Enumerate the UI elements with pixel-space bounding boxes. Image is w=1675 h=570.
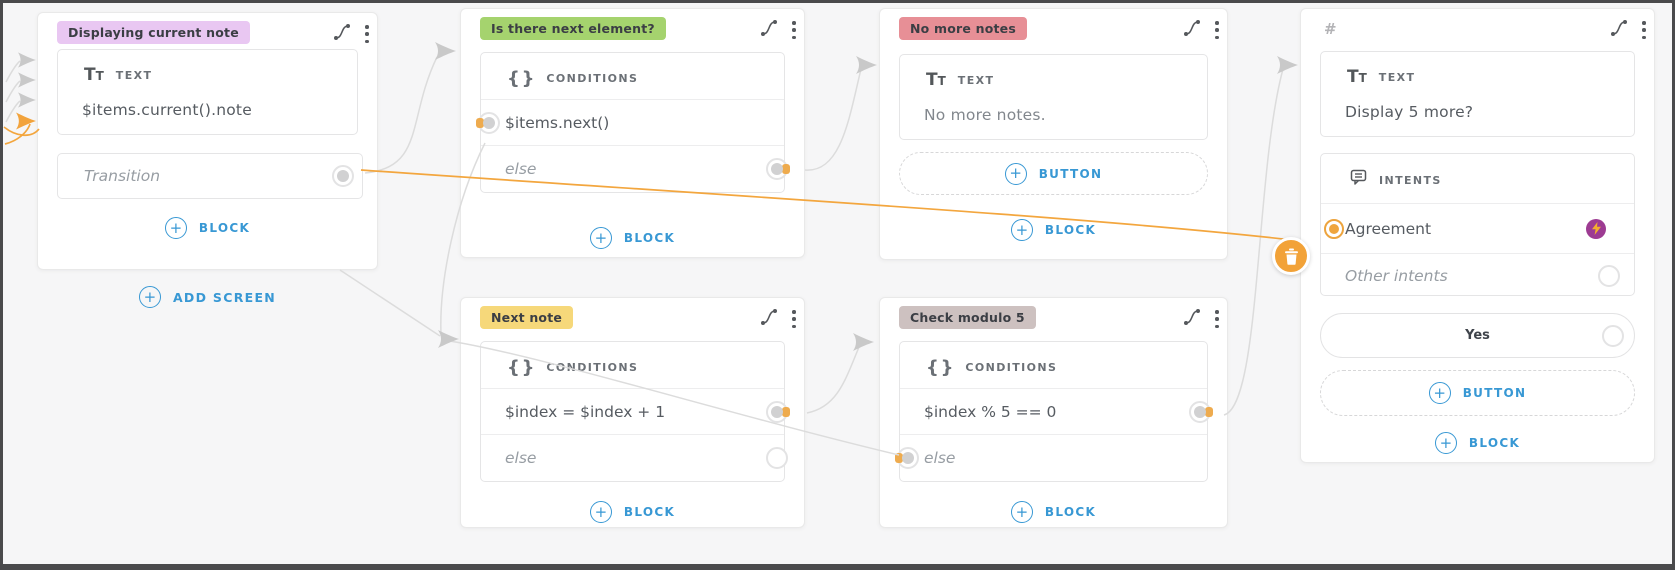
screen-title-badge[interactable]: Check modulo 5 [899, 306, 1036, 329]
connection-modulo-true-to-screen4 [1223, 68, 1284, 416]
connect-icon[interactable] [760, 19, 778, 41]
connect-icon[interactable] [1610, 19, 1628, 41]
conditions-icon: { } [507, 357, 535, 378]
add-block-button[interactable]: + BLOCK [880, 219, 1227, 241]
connect-icon[interactable] [1183, 19, 1201, 41]
plus-icon: + [138, 286, 161, 308]
plus-icon: + [589, 501, 612, 523]
add-block-button[interactable]: + BLOCK [880, 501, 1227, 523]
entry-arrow-highlighted [16, 112, 36, 130]
conditions-icon: { } [926, 357, 954, 378]
button-connection-port[interactable] [1602, 324, 1624, 347]
text-block-icon: TT [926, 70, 946, 90]
text-block-value[interactable]: Display 5 more? [1345, 103, 1474, 121]
intents-icon [1347, 169, 1367, 191]
screen-card-no-more-notes[interactable]: No more notes TT TEXT No more notes. + B… [879, 8, 1228, 260]
plus-icon: + [1434, 432, 1457, 454]
kebab-menu-icon[interactable] [792, 310, 796, 328]
kebab-menu-icon[interactable] [1642, 21, 1646, 39]
plus-icon: + [164, 217, 187, 239]
conditions-block[interactable]: { } CONDITIONS $index = $index + 1 else [480, 341, 790, 482]
kebab-menu-icon[interactable] [365, 25, 369, 43]
screen-card-displaying-current-note[interactable]: Displaying current note TT TEXT $items.c… [37, 12, 378, 270]
add-button-pill[interactable]: + BUTTON [1320, 370, 1635, 416]
plus-icon: + [589, 227, 612, 249]
entry-arrow-screen2 [435, 42, 456, 60]
condition-port[interactable] [895, 446, 919, 469]
condition-row-else[interactable]: else [481, 434, 788, 480]
add-block-button[interactable]: + BLOCK [461, 227, 804, 249]
screen-title-badge[interactable]: Displaying current note [57, 21, 250, 44]
intent-row-other[interactable]: Other intents [1321, 253, 1634, 298]
connection-index-inc-to-modulo [806, 346, 860, 414]
screen-title-badge[interactable]: No more notes [899, 17, 1027, 40]
entry-arrow-screen4 [1277, 56, 1298, 74]
plus-icon: + [1428, 382, 1451, 404]
transition-placeholder: Transition [84, 167, 161, 185]
condition-row[interactable]: $index = $index + 1 [481, 388, 790, 434]
intent-training-badge[interactable] [1586, 218, 1606, 239]
text-block[interactable]: TT TEXT Display 5 more? [1320, 51, 1635, 137]
connection-else-to-nomorenotes [804, 68, 862, 171]
entry-arrow-screen6 [853, 333, 874, 351]
text-block-icon: TT [1347, 67, 1367, 87]
trash-icon [1284, 248, 1298, 265]
add-block-button[interactable]: + BLOCK [38, 217, 377, 239]
kebab-menu-icon[interactable] [1215, 310, 1219, 328]
kebab-menu-icon[interactable] [1215, 21, 1219, 39]
text-block-value[interactable]: No more notes. [924, 106, 1046, 124]
condition-port[interactable] [476, 111, 500, 134]
condition-port[interactable] [766, 400, 790, 423]
condition-row-else[interactable]: else [481, 145, 790, 191]
add-button-pill[interactable]: + BUTTON [899, 152, 1208, 195]
intents-block[interactable]: INTENTS Agreement Other intents [1320, 153, 1635, 296]
screen-card-is-there-next-element[interactable]: Is there next element? { } CONDITIONS $i… [460, 8, 805, 258]
transition-input[interactable]: Transition [57, 153, 363, 199]
text-block-value[interactable]: $items.current().note [82, 101, 252, 119]
condition-row[interactable]: $index % 5 == 0 [900, 388, 1213, 434]
screen-card-next-note[interactable]: Next note { } CONDITIONS $index = $index… [460, 297, 805, 528]
screen-title-placeholder[interactable]: # [1324, 20, 1337, 38]
intent-port[interactable] [1598, 265, 1620, 287]
entry-arrow-screen5 [438, 330, 459, 348]
screen-title-badge[interactable]: Next note [480, 306, 574, 329]
screen-card-untitled[interactable]: # TT TEXT Display 5 more? INTENTS [1300, 8, 1655, 463]
text-block-icon: TT [84, 65, 104, 85]
condition-port[interactable] [766, 446, 788, 469]
add-block-button[interactable]: + BLOCK [461, 501, 804, 523]
text-block-label: TEXT [115, 68, 153, 82]
kebab-menu-icon[interactable] [792, 21, 796, 39]
text-block[interactable]: TT TEXT No more notes. [899, 54, 1208, 140]
condition-row-else[interactable]: else [895, 434, 1207, 480]
connect-icon[interactable] [333, 23, 351, 45]
reply-button-yes[interactable]: Yes [1320, 313, 1635, 358]
screen-card-check-modulo-5[interactable]: Check modulo 5 { } CONDITIONS $index % 5… [879, 297, 1228, 528]
plus-icon: + [1004, 162, 1027, 185]
condition-row[interactable]: $items.next() [476, 99, 784, 145]
transition-connection-port[interactable] [332, 165, 354, 187]
add-block-button[interactable]: + BLOCK [1301, 432, 1654, 454]
conditions-icon: { } [507, 68, 535, 89]
delete-connection-bucket[interactable] [1272, 237, 1310, 275]
conditions-block[interactable]: { } CONDITIONS $items.next() else [476, 52, 790, 193]
entry-arrow-screen3 [856, 56, 877, 74]
intent-radio-selected[interactable] [1324, 218, 1344, 239]
text-block[interactable]: TT TEXT $items.current().note [57, 49, 358, 135]
connect-icon[interactable] [1183, 308, 1201, 330]
screen-title-badge[interactable]: Is there next element? [480, 17, 666, 40]
add-screen-button[interactable]: + ADD SCREEN [37, 286, 378, 308]
conditions-block[interactable]: { } CONDITIONS $index % 5 == 0 else [895, 341, 1213, 482]
connect-icon[interactable] [760, 308, 778, 330]
condition-port[interactable] [1189, 400, 1213, 423]
plus-icon: + [1010, 501, 1033, 523]
intent-row-agreement[interactable]: Agreement [1321, 203, 1634, 253]
condition-port[interactable] [766, 157, 790, 180]
plus-icon: + [1010, 219, 1033, 241]
